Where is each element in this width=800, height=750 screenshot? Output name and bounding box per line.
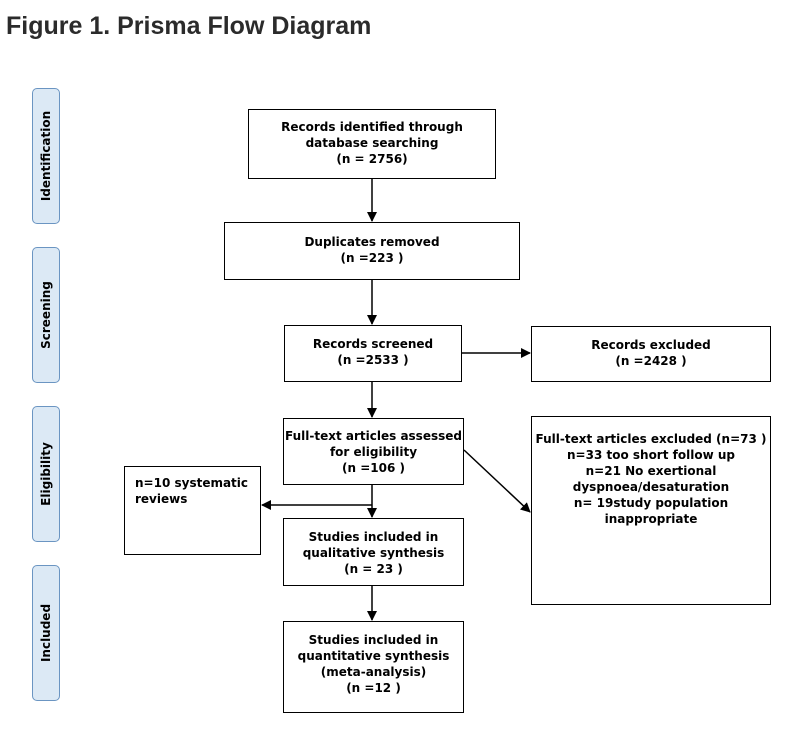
- box-line: Duplicates removed: [304, 235, 440, 249]
- box-line: Records screened: [312, 337, 434, 351]
- box-line: (n =106 ): [342, 461, 405, 475]
- box-line: Full-text articles assessed: [285, 429, 462, 443]
- box-line: quantitative synthesis: [297, 649, 450, 663]
- figure-title: Figure 1. Prisma Flow Diagram: [6, 12, 372, 40]
- box-line: qualitative synthesis: [302, 546, 445, 560]
- box-line: (n = 2756): [336, 152, 408, 166]
- box-line: database searching: [305, 136, 439, 150]
- box-line: Full-text articles excluded (n=73 ): [535, 432, 767, 446]
- box-line: (n =2533 ): [337, 353, 409, 367]
- records-screened-box: Records screened (n =2533 ): [284, 325, 462, 382]
- box-line: Records identified through: [281, 120, 463, 134]
- box-line: (n =223 ): [340, 251, 404, 265]
- arrow-fulltext-to-excluded: [463, 449, 531, 513]
- fulltext-excluded-box: Full-text articles excluded (n=73 ) n=33…: [531, 416, 771, 605]
- box-line: reviews: [135, 492, 188, 506]
- box-line: n=10 systematic: [135, 476, 249, 490]
- records-identified-box: Records identified through database sear…: [248, 109, 496, 179]
- box-line: Studies included in: [308, 530, 439, 544]
- phase-included: Included: [32, 565, 60, 701]
- box-line: (meta-analysis): [320, 665, 427, 679]
- box-line: n=21 No exertional: [585, 464, 717, 478]
- phase-eligibility: Eligibility: [32, 406, 60, 542]
- box-line: Records excluded: [591, 338, 711, 352]
- box-line: dyspnoea/desaturation: [572, 480, 730, 494]
- box-line: (n = 23 ): [344, 562, 403, 576]
- phase-screening: Screening: [32, 247, 60, 383]
- systematic-reviews-box: n=10 systematic reviews: [124, 466, 261, 555]
- records-excluded-box: Records excluded (n =2428 ): [531, 326, 771, 382]
- box-line: (n =12 ): [346, 681, 401, 695]
- duplicates-removed-box: Duplicates removed (n =223 ): [224, 222, 520, 280]
- box-line: (n =2428 ): [615, 354, 687, 368]
- box-line: n= 19study population: [573, 496, 729, 510]
- fulltext-assessed-box: Full-text articles assessed for eligibil…: [283, 418, 464, 485]
- box-line: Studies included in: [308, 633, 439, 647]
- box-line: n=33 too short follow up: [567, 448, 735, 462]
- box-line: for eligibility: [329, 445, 418, 459]
- phase-identification: Identification: [32, 88, 60, 224]
- box-line: inappropriate: [604, 512, 698, 526]
- qualitative-synthesis-box: Studies included in qualitative synthesi…: [283, 518, 464, 586]
- quantitative-synthesis-box: Studies included in quantitative synthes…: [283, 621, 464, 713]
